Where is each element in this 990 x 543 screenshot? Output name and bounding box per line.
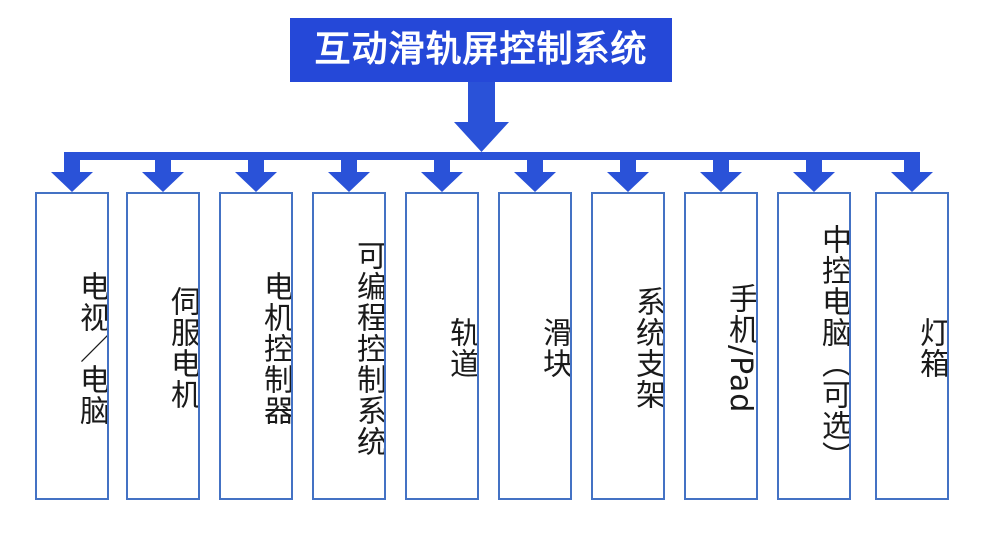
- root-node-title-box[interactable]: 互动滑轨屏控制系统: [290, 18, 672, 82]
- node-box-tv-pc[interactable]: 电视／电脑: [35, 192, 109, 500]
- node-label-light-box: 灯箱: [914, 317, 949, 379]
- branch-arrow-icon-1: [51, 152, 93, 192]
- node-box-plc-system[interactable]: 可编程控制系统: [312, 192, 386, 500]
- node-label-central-pc: 中控电脑（可选）: [816, 224, 851, 472]
- branch-arrow-icon-4: [328, 160, 370, 192]
- branch-arrow-icon-9: [793, 160, 835, 192]
- node-label-tv-pc: 电视／电脑: [74, 270, 109, 426]
- horizontal-bus-line: [64, 152, 920, 160]
- node-label-plc-system: 可编程控制系统: [351, 239, 386, 457]
- node-box-slider[interactable]: 滑块: [498, 192, 572, 500]
- branch-arrow-icon-5: [421, 160, 463, 192]
- node-box-system-bracket[interactable]: 系统支架: [591, 192, 665, 500]
- node-box-light-box[interactable]: 灯箱: [875, 192, 949, 500]
- node-label-phone-pad: 手机/Pad: [723, 282, 758, 414]
- branch-arrow-icon-10: [891, 152, 933, 192]
- node-box-central-pc[interactable]: 中控电脑（可选）: [777, 192, 851, 500]
- node-label-track: 轨道: [444, 317, 479, 379]
- node-box-motor-controller[interactable]: 电机控制器: [219, 192, 293, 500]
- branch-arrow-icon-3: [235, 160, 277, 192]
- branch-arrow-icon-7: [607, 160, 649, 192]
- node-label-slider: 滑块: [537, 317, 572, 379]
- node-box-servo-motor[interactable]: 伺服电机: [126, 192, 200, 500]
- trunk-arrow-icon: [454, 82, 509, 152]
- branch-arrow-icon-8: [700, 160, 742, 192]
- node-box-phone-pad[interactable]: 手机/Pad: [684, 192, 758, 500]
- node-label-system-bracket: 系统支架: [630, 286, 665, 410]
- node-box-track[interactable]: 轨道: [405, 192, 479, 500]
- branch-arrow-icon-6: [514, 160, 556, 192]
- node-label-servo-motor: 伺服电机: [165, 286, 200, 410]
- page-title: 互动滑轨屏控制系统: [314, 29, 648, 70]
- branch-arrow-icon-2: [142, 160, 184, 192]
- node-label-motor-controller: 电机控制器: [258, 270, 293, 426]
- node-row: 电视／电脑 伺服电机 电机控制器 可编程控制系统 轨道 滑块 系统支架 手机/P…: [0, 192, 990, 502]
